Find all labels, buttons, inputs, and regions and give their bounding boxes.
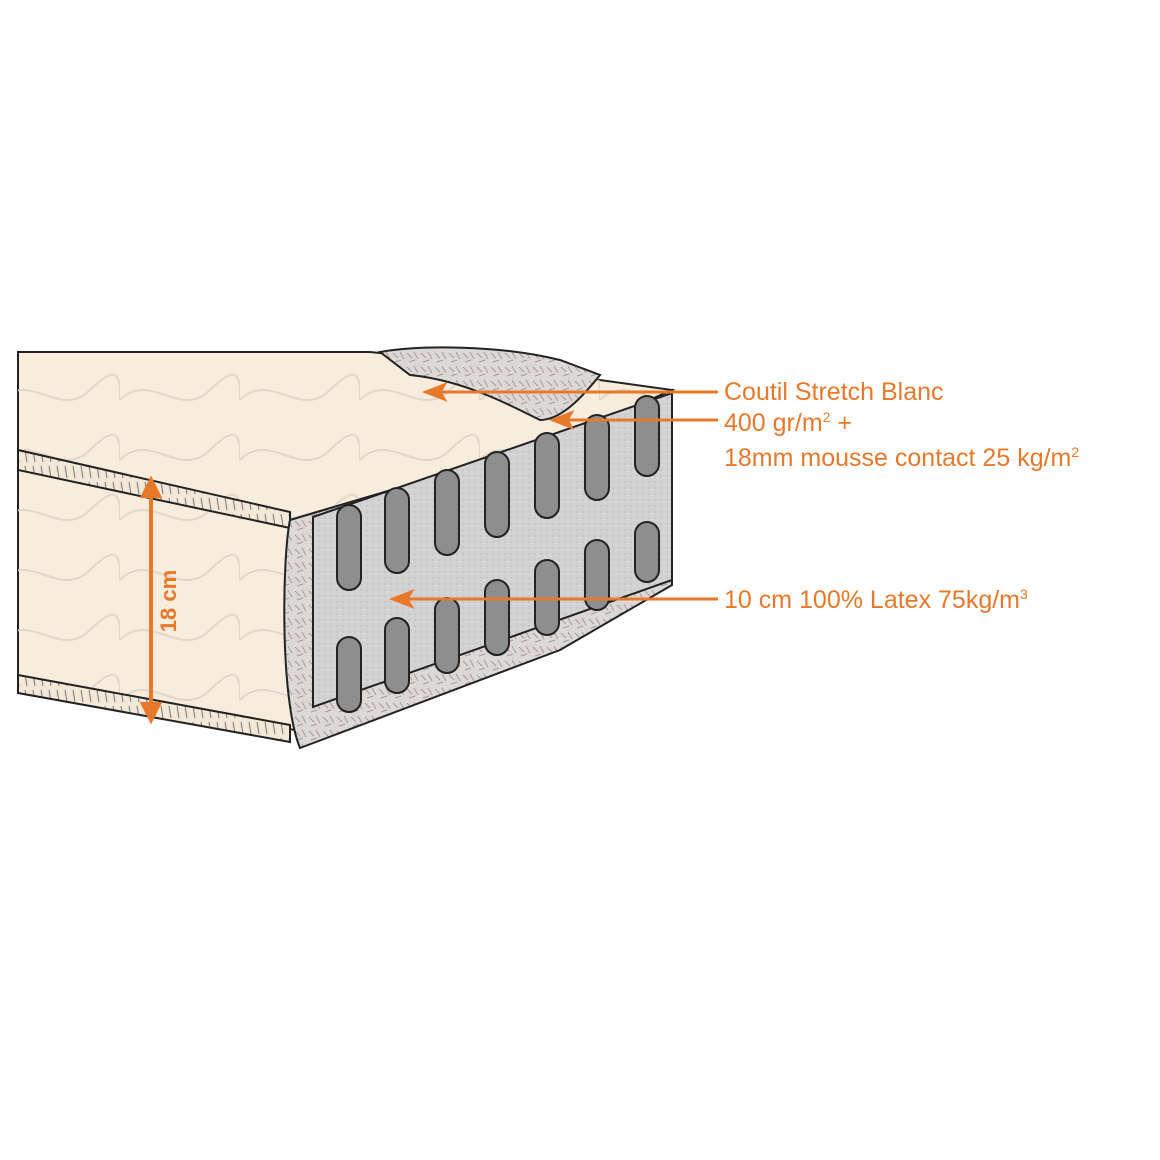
- latex-core: [312, 391, 673, 713]
- callout-padding-line2: 18mm mousse contact 25 kg/m2: [724, 443, 1079, 473]
- callout-padding-text: 400 gr/m: [724, 409, 823, 437]
- callout-padding-suffix: +: [830, 409, 853, 437]
- superscript: 3: [1020, 586, 1028, 602]
- callout-padding-line1: 400 gr/m2 +: [724, 408, 852, 438]
- height-dimension-arrow: [139, 475, 163, 725]
- callout-cover: Coutil Stretch Blanc: [724, 377, 944, 407]
- superscript: 2: [822, 409, 831, 425]
- mattress-side-face: [17, 453, 297, 732]
- callout-arrows: [388, 382, 718, 609]
- callout-foam-text: 18mm mousse contact 25 kg/m: [724, 444, 1072, 472]
- callout-core-text: 10 cm 100% Latex 75kg/m: [724, 586, 1020, 614]
- height-dimension-label: 18 cm: [156, 569, 182, 633]
- callout-cover-text: Coutil Stretch Blanc: [724, 378, 944, 406]
- superscript: 2: [1071, 444, 1080, 460]
- callout-core: 10 cm 100% Latex 75kg/m3: [724, 585, 1028, 615]
